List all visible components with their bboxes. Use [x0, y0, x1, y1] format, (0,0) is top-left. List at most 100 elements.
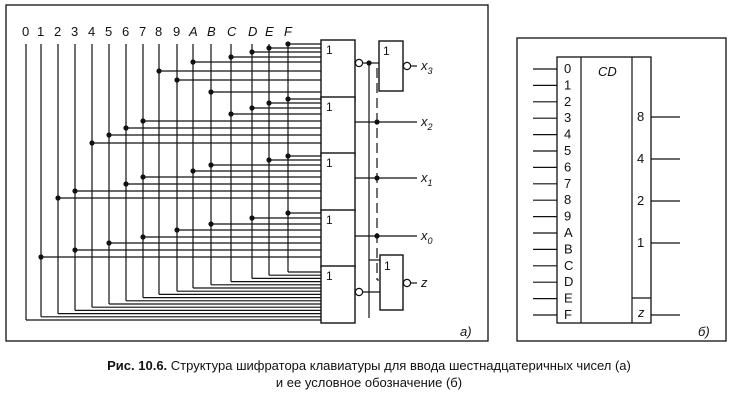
gate-x3-label: 1 — [326, 43, 333, 57]
junction-dot — [285, 41, 291, 47]
input-label-B: B — [207, 24, 216, 39]
junction-dot — [89, 140, 95, 146]
output-label-x0: x0 — [420, 228, 433, 246]
cd-input-label-6: 6 — [564, 159, 571, 174]
input-label-2: 2 — [54, 24, 61, 39]
cd-output-label-2: 2 — [637, 193, 644, 208]
input-label-5: 5 — [105, 24, 112, 39]
cd-input-label-C: C — [564, 258, 573, 273]
junction-dot — [249, 105, 255, 111]
cd-input-label-5: 5 — [564, 143, 571, 158]
junction-dot — [208, 89, 214, 95]
input-label-D: D — [248, 24, 257, 39]
junction-dot — [285, 96, 291, 102]
junction-dot — [72, 188, 78, 194]
input-label-E: E — [265, 24, 274, 39]
junction-dot — [140, 234, 146, 240]
junction-dot — [140, 174, 146, 180]
junction-dot — [208, 162, 214, 168]
gate-z2-label: 1 — [384, 259, 391, 273]
gate-x2 — [320, 96, 356, 156]
junction-dot — [190, 168, 196, 174]
junction-dot — [249, 49, 255, 55]
junction-dot — [123, 181, 129, 187]
input-label-1: 1 — [37, 24, 44, 39]
gate-x0 — [320, 209, 356, 268]
junction-dot — [228, 54, 234, 60]
caption-line1: Структура шифратора клавиатуры для ввода… — [167, 358, 631, 373]
junction-dot — [249, 215, 255, 221]
inverter-gate-x3 — [378, 40, 404, 92]
junction-dot — [228, 111, 234, 117]
inverter-bubble — [402, 61, 412, 71]
junction-dot — [174, 227, 180, 233]
junction-dot — [140, 118, 146, 124]
gate-x1-label: 1 — [326, 156, 333, 170]
gate-z1 — [320, 265, 356, 324]
caption-line2: и ее условное обозначение (б) — [275, 375, 463, 390]
inverter-bubble — [354, 287, 364, 297]
output-label-z: z — [420, 275, 428, 290]
cd-input-label-E: E — [564, 291, 573, 306]
input-label-9: 9 — [173, 24, 180, 39]
cd-input-label-9: 9 — [564, 209, 571, 224]
panel-b-frame — [516, 37, 727, 342]
junction-dot — [190, 59, 196, 65]
input-label-4: 4 — [88, 24, 95, 39]
cd-input-label-B: B — [564, 241, 573, 256]
cd-input-label-0: 0 — [564, 61, 571, 76]
junction-dot — [266, 157, 272, 163]
panel-a-label: a) — [460, 324, 472, 339]
cd-output-label-8: 8 — [637, 109, 644, 124]
cd-block-name: CD — [598, 64, 617, 79]
panel-b-label: б) — [698, 324, 710, 339]
junction-dot — [55, 195, 61, 201]
cd-input-label-2: 2 — [564, 94, 571, 109]
inverter-bubble — [402, 278, 412, 288]
caption-label: Рис. 10.6. — [107, 358, 168, 373]
cd-input-label-D: D — [564, 274, 573, 289]
cd-input-label-4: 4 — [564, 127, 571, 142]
gate-z1-label: 1 — [326, 269, 333, 283]
cd-block — [556, 56, 652, 324]
output-label-x1: x1 — [420, 170, 433, 188]
input-label-7: 7 — [139, 24, 146, 39]
junction-dot — [123, 125, 129, 131]
input-label-F: F — [284, 24, 293, 39]
cd-output-label-4: 4 — [637, 151, 644, 166]
input-label-C: C — [227, 24, 237, 39]
junction-dot — [285, 153, 291, 159]
cd-input-label-F: F — [564, 307, 572, 322]
input-label-8: 8 — [155, 24, 162, 39]
input-label-0: 0 — [22, 24, 29, 39]
panel-a-frame — [5, 4, 489, 342]
cd-input-label-8: 8 — [564, 192, 571, 207]
cd-output-label-z: z — [637, 305, 645, 320]
gate-x3 — [320, 39, 356, 101]
junction-dot — [72, 247, 78, 253]
junction-dot — [266, 100, 272, 106]
input-label-A: A — [188, 24, 198, 39]
figure-caption: Рис. 10.6. Структура шифратора клавиатур… — [0, 357, 738, 391]
junction-dot — [106, 132, 112, 138]
cd-output-label-1: 1 — [637, 235, 644, 250]
gate-x2-label: 1 — [326, 100, 333, 114]
inverter-gate-x3-label: 1 — [383, 44, 390, 58]
junction-dot — [156, 68, 162, 74]
junction-dot — [38, 254, 44, 260]
cd-input-label-7: 7 — [564, 176, 571, 191]
cd-input-label-A: A — [564, 225, 573, 240]
output-label-x2: x2 — [420, 114, 433, 132]
output-label-x3: x3 — [420, 58, 433, 76]
junction-dot — [106, 240, 112, 246]
gate-x0-label: 1 — [326, 213, 333, 227]
cd-input-label-1: 1 — [564, 77, 571, 92]
cd-input-label-3: 3 — [564, 110, 571, 125]
gate-x1 — [320, 152, 356, 212]
input-label-3: 3 — [71, 24, 78, 39]
junction-dot — [285, 210, 291, 216]
junction-dot — [266, 45, 272, 51]
input-label-6: 6 — [122, 24, 129, 39]
